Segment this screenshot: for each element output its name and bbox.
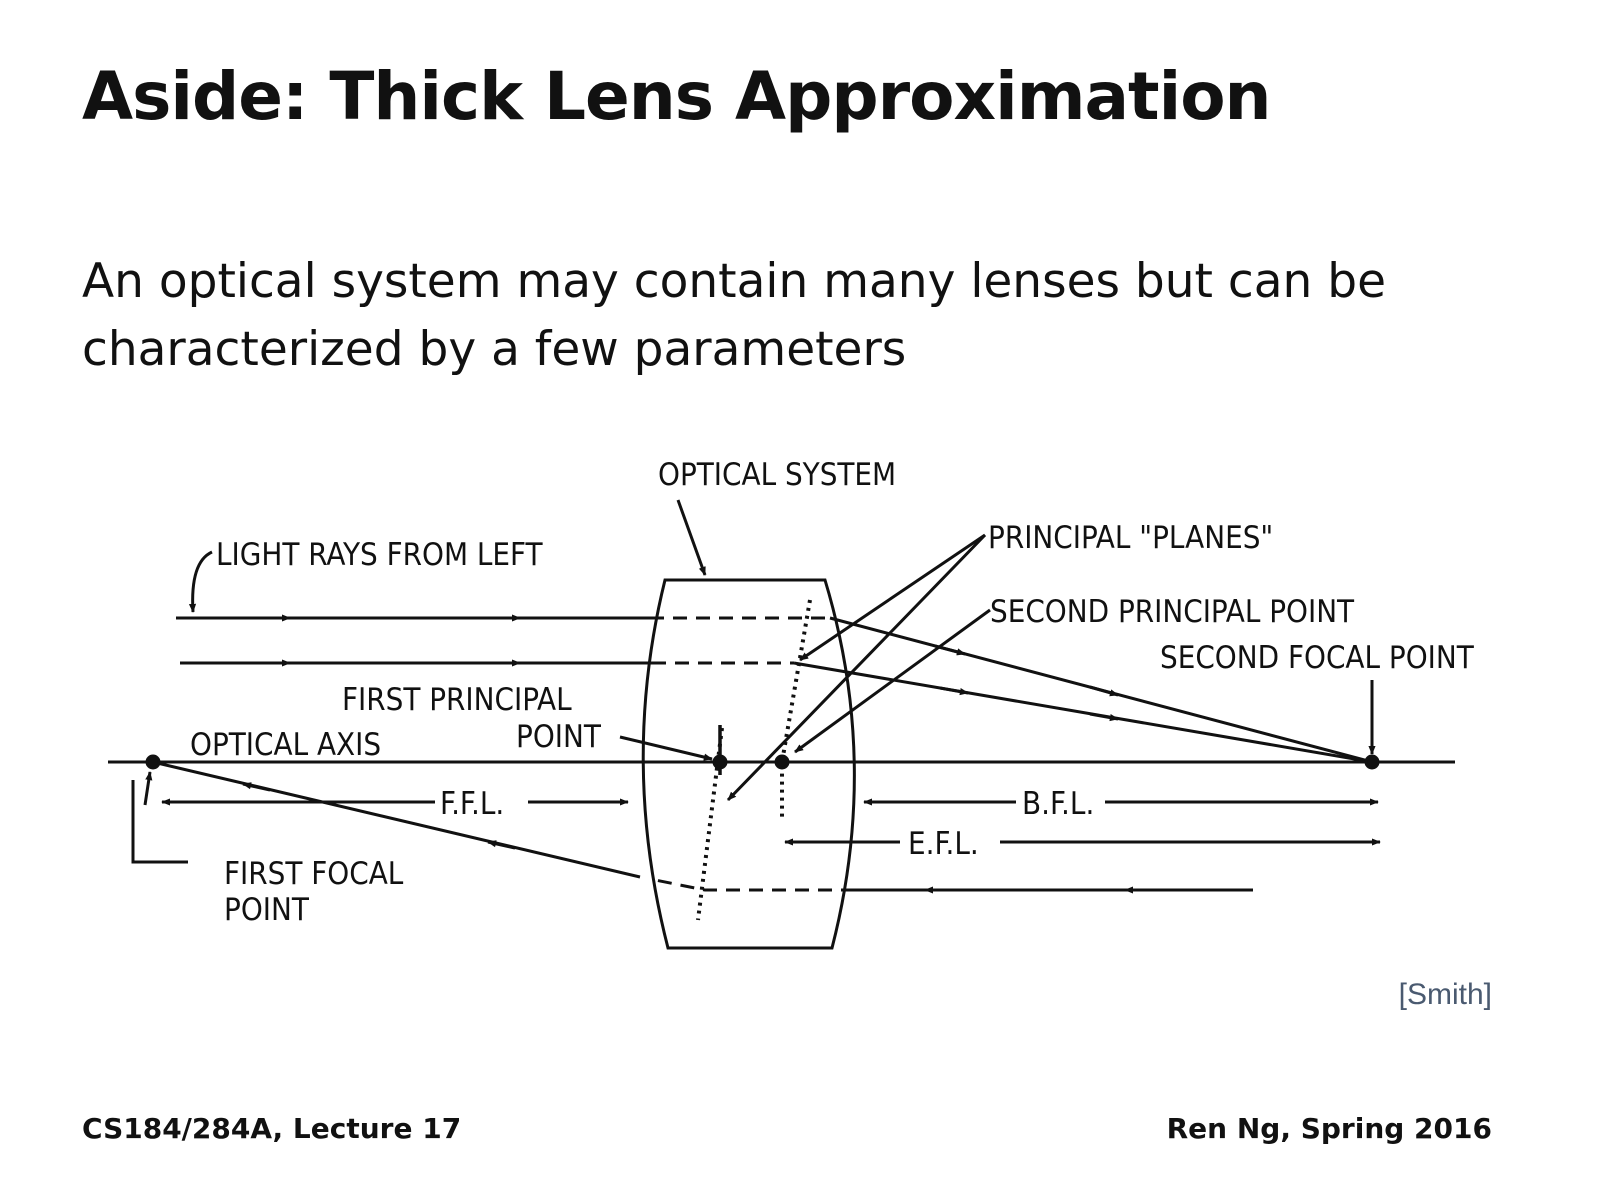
label-light-rays: LIGHT RAYS FROM LEFT: [216, 537, 544, 573]
label-bfl: B.F.L.: [1022, 786, 1094, 822]
ray-3-out: [152, 760, 641, 879]
label-first-principal-point-1: FIRST PRINCIPAL: [342, 682, 572, 718]
footer-author: Ren Ng, Spring 2016: [1166, 1112, 1492, 1145]
first-focal-point: [145, 754, 161, 770]
label-principal-planes: PRINCIPAL "PLANES": [988, 520, 1273, 556]
label-optical-system: OPTICAL SYSTEM: [658, 457, 896, 493]
image-credit: [Smith]: [1398, 978, 1492, 1011]
label-second-principal-point: SECOND PRINCIPAL POINT: [990, 594, 1355, 630]
label-ffl: F.F.L.: [440, 786, 504, 822]
first-principal-point: [712, 754, 728, 770]
second-focal-point: [1364, 754, 1380, 770]
label-first-focal-point-2: POINT: [224, 892, 310, 928]
thick-lens-diagram: OPTICAL SYSTEM LIGHT RAYS FROM LEFT PRIN…: [108, 457, 1475, 950]
label-first-principal-point-2: POINT: [516, 719, 602, 755]
slide-title: Aside: Thick Lens Approximation: [82, 58, 1272, 135]
lens-outline: [641, 578, 856, 950]
label-efl: E.F.L.: [908, 826, 979, 862]
slide-subtitle: An optical system may contain many lense…: [82, 254, 1387, 377]
label-first-focal-point-1: FIRST FOCAL: [224, 856, 404, 892]
second-principal-point: [774, 754, 790, 770]
ray-2-out: [793, 661, 1373, 764]
label-second-focal-point: SECOND FOCAL POINT: [1160, 640, 1475, 676]
footer-course: CS184/284A, Lecture 17: [82, 1112, 462, 1145]
second-principal-plane: [780, 599, 812, 820]
label-optical-axis: OPTICAL AXIS: [190, 727, 381, 763]
